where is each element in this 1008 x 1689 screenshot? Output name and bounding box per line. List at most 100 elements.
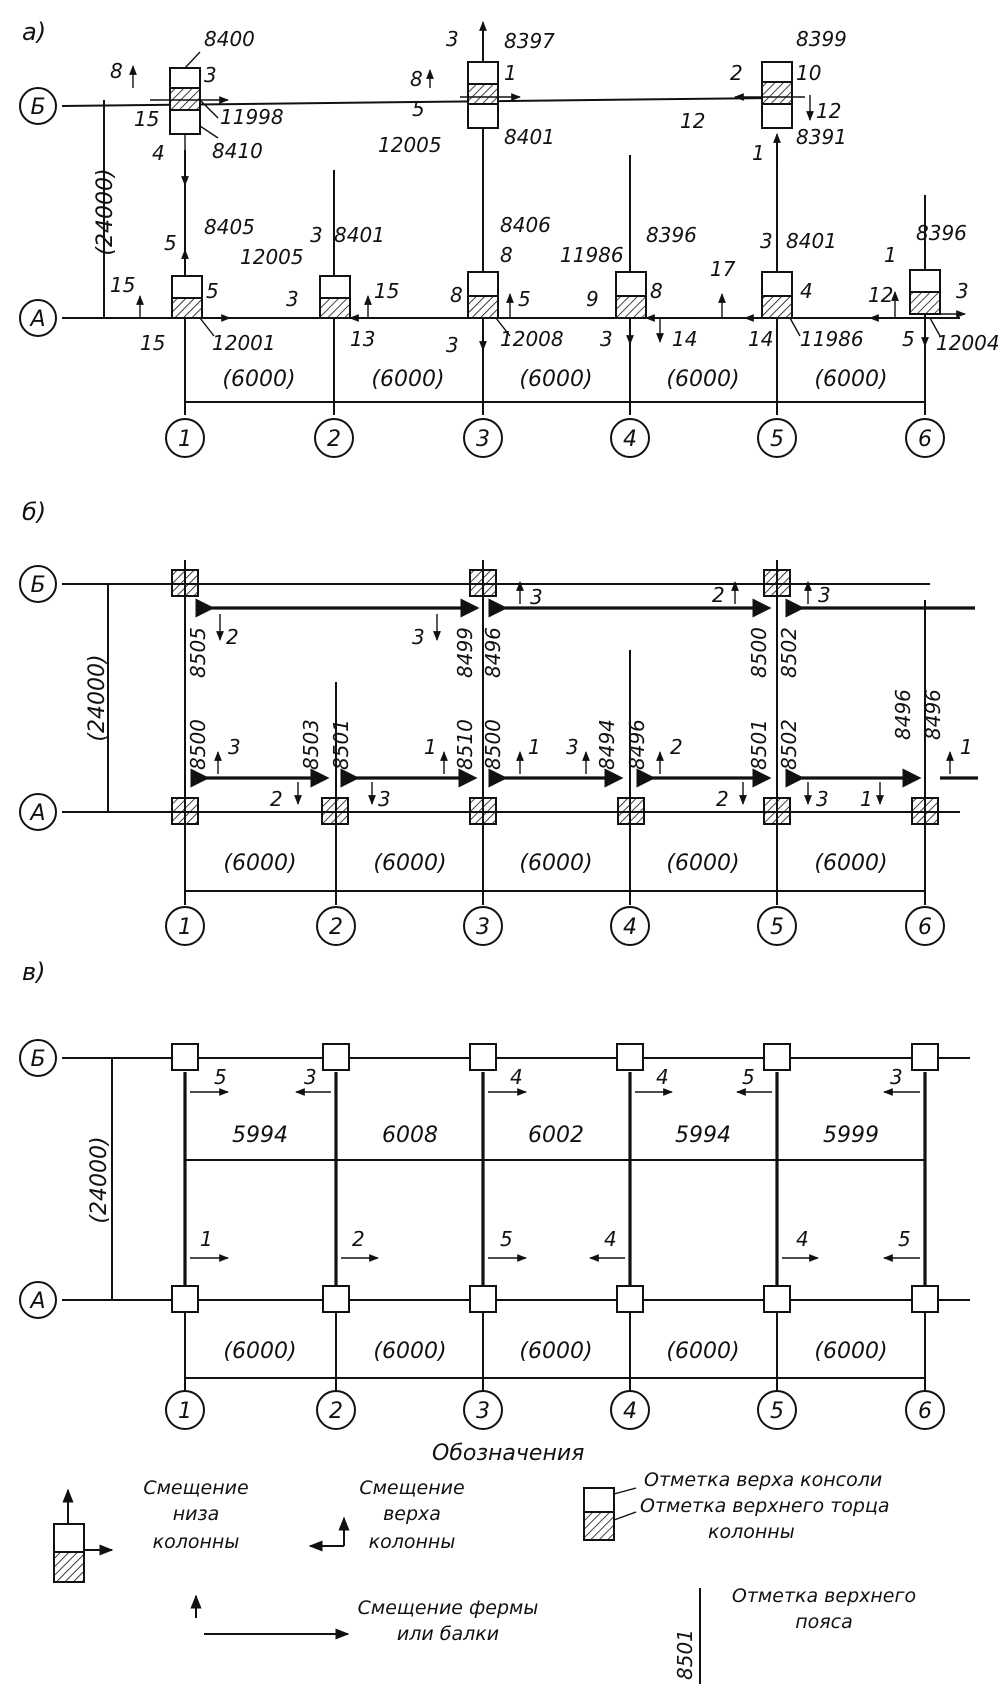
svg-text:8410: 8410 — [212, 139, 263, 163]
svg-text:3: 3 — [566, 735, 579, 759]
svg-text:12: 12 — [868, 283, 893, 307]
svg-text:8405: 8405 — [204, 215, 255, 239]
svg-text:(24000): (24000) — [87, 1136, 112, 1223]
span-dimensions-3: (6000) (6000) (6000) (6000) (6000) — [223, 1339, 887, 1364]
legend-column-marks-symbol — [583, 1487, 637, 1541]
svg-text:8505: 8505 — [186, 627, 210, 678]
svg-text:8: 8 — [450, 283, 463, 307]
svg-text:3: 3 — [890, 1065, 903, 1089]
svg-text:Отметка верха консоли: Отметка верха консоли — [644, 1469, 882, 1491]
svg-text:(6000): (6000) — [519, 851, 592, 876]
section-v-label: в) — [22, 958, 46, 986]
svg-text:2: 2 — [670, 735, 683, 759]
span-dimensions-2: (6000) (6000) (6000) (6000) (6000) — [223, 851, 887, 876]
svg-text:(6000): (6000) — [666, 367, 739, 392]
svg-text:8: 8 — [500, 243, 513, 267]
svg-text:11986: 11986 — [560, 243, 624, 267]
svg-text:3: 3 — [760, 229, 773, 253]
svg-text:(6000): (6000) — [223, 1339, 296, 1364]
svg-text:8501: 8501 — [673, 1629, 697, 1680]
svg-text:3: 3 — [310, 223, 323, 247]
svg-text:12: 12 — [680, 109, 705, 133]
axis-b-label: Б — [30, 95, 45, 120]
svg-text:2: 2 — [226, 625, 239, 649]
svg-text:5: 5 — [898, 1227, 911, 1251]
svg-text:(6000): (6000) — [666, 1339, 739, 1364]
svg-text:2: 2 — [327, 427, 341, 452]
svg-text:5: 5 — [902, 327, 915, 351]
svg-text:4: 4 — [796, 1227, 809, 1251]
svg-text:11986: 11986 — [800, 327, 864, 351]
column-axis-markers-2: 1 2 3 4 5 6 — [165, 906, 945, 946]
svg-text:8501: 8501 — [329, 719, 353, 770]
svg-text:3: 3 — [378, 787, 391, 811]
svg-text:8: 8 — [110, 59, 123, 83]
svg-text:1: 1 — [860, 787, 873, 811]
axis-marker-b-3 — [19, 1039, 57, 1077]
span-dimensions: (6000) (6000) (6000) (6000) (6000) — [222, 367, 887, 392]
svg-text:8400: 8400 — [204, 27, 255, 51]
svg-text:5: 5 — [412, 97, 425, 121]
svg-text:А: А — [28, 1289, 45, 1314]
svg-text:5: 5 — [770, 1399, 784, 1424]
svg-text:5: 5 — [214, 1065, 227, 1089]
svg-text:8499: 8499 — [453, 627, 477, 678]
svg-text:(6000): (6000) — [371, 367, 444, 392]
svg-text:3: 3 — [412, 625, 425, 649]
svg-text:2: 2 — [329, 1399, 343, 1424]
svg-text:14: 14 — [748, 327, 773, 351]
svg-text:5994: 5994 — [675, 1123, 731, 1148]
svg-text:12: 12 — [816, 99, 841, 123]
svg-text:3: 3 — [476, 915, 490, 940]
svg-text:3: 3 — [204, 63, 217, 87]
svg-text:А: А — [28, 801, 45, 826]
svg-text:4: 4 — [800, 279, 813, 303]
svg-text:2: 2 — [329, 915, 343, 940]
svg-text:(6000): (6000) — [222, 367, 295, 392]
svg-text:1: 1 — [178, 427, 192, 452]
svg-text:3: 3 — [476, 427, 490, 452]
svg-text:5: 5 — [770, 915, 784, 940]
svg-text:11998: 11998 — [220, 105, 284, 129]
svg-text:8391: 8391 — [796, 125, 847, 149]
svg-text:15: 15 — [110, 273, 135, 297]
axis-marker-a-2 — [19, 793, 57, 831]
svg-text:8396: 8396 — [916, 221, 967, 245]
axis-a-label: А — [28, 307, 45, 332]
svg-text:4: 4 — [623, 1399, 637, 1424]
legend-title: Обозначения — [432, 1441, 584, 1466]
svg-text:8501: 8501 — [747, 719, 771, 770]
svg-text:3: 3 — [816, 787, 829, 811]
svg-text:4: 4 — [623, 427, 637, 452]
svg-text:(6000): (6000) — [814, 367, 887, 392]
svg-text:Смещение: Смещение — [359, 1477, 464, 1499]
svg-text:4: 4 — [152, 141, 165, 165]
svg-text:Смещение фермы: Смещение фермы — [358, 1597, 539, 1619]
svg-text:2: 2 — [716, 787, 729, 811]
bay-dimension: (24000) — [93, 168, 118, 255]
svg-text:9: 9 — [586, 287, 599, 311]
svg-text:колонны: колонны — [708, 1521, 795, 1543]
svg-text:Отметка верхнего: Отметка верхнего — [732, 1585, 916, 1607]
legend: Обозначения Смещение низа колонны Смещен… — [53, 1441, 916, 1684]
svg-text:верха: верха — [383, 1503, 441, 1525]
svg-text:Смещение: Смещение — [143, 1477, 248, 1499]
svg-text:5999: 5999 — [823, 1123, 879, 1148]
svg-text:5: 5 — [518, 287, 531, 311]
axis-marker-b — [19, 87, 57, 125]
section-a-values: 8400 3 11998 8410 8 15 4 3 8397 1 8 5 12… — [110, 27, 1000, 357]
section-b-label: б) — [22, 498, 46, 526]
svg-text:15: 15 — [134, 107, 159, 131]
axis-marker-a — [19, 299, 57, 337]
svg-text:3: 3 — [818, 583, 831, 607]
svg-text:колонны: колонны — [153, 1531, 240, 1553]
svg-text:2: 2 — [712, 583, 725, 607]
svg-text:Б: Б — [30, 1047, 45, 1072]
svg-text:3: 3 — [446, 27, 459, 51]
svg-text:6: 6 — [918, 915, 932, 940]
svg-text:1: 1 — [200, 1227, 213, 1251]
axis-marker-b-2 — [19, 565, 57, 603]
svg-text:или балки: или балки — [397, 1623, 499, 1645]
svg-text:6: 6 — [918, 1399, 932, 1424]
